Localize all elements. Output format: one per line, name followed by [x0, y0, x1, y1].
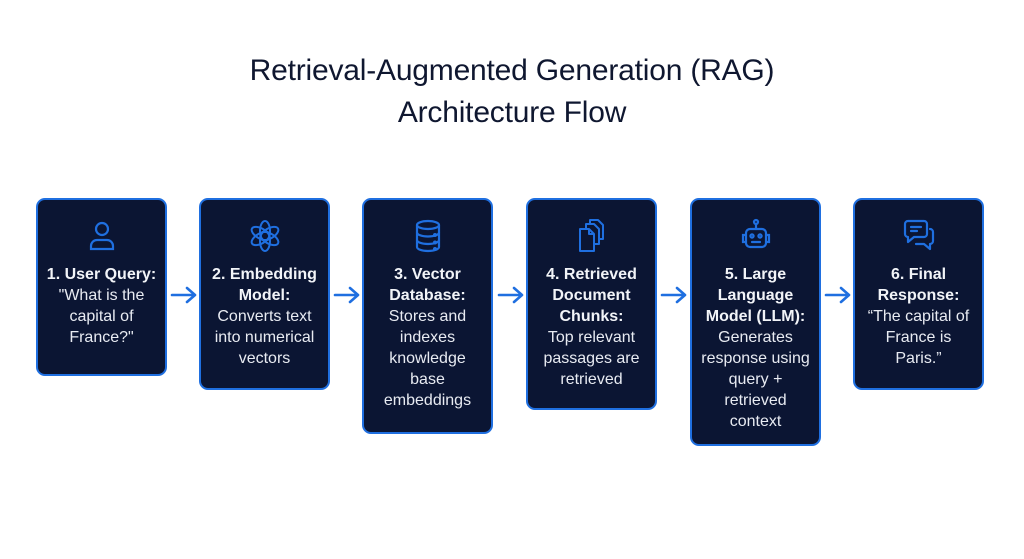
title-line-1: Retrieval-Augmented Generation (RAG): [249, 54, 775, 87]
step-heading: 1. User Query:: [46, 266, 157, 283]
step-description: Top relevant passages are retrieved: [543, 329, 640, 388]
step-description: Generates response using query + retriev…: [701, 329, 810, 430]
arrow-right-icon: [497, 285, 525, 305]
step-llm: 5. Large Language Model (LLM): Generates…: [690, 198, 821, 446]
step-heading: 6. Final Response:: [877, 266, 960, 304]
database-icon: [410, 218, 446, 254]
step-description: “The capital of France is Paris.”: [867, 308, 970, 367]
arrow-right-icon: [170, 285, 198, 305]
step-heading: 5. Large Language Model (LLM):: [705, 266, 806, 325]
arrow-right-icon: [333, 285, 361, 305]
documents-icon: [574, 218, 610, 254]
step-description: Stores and indexes knowledge base embedd…: [383, 308, 472, 409]
robot-icon: [738, 218, 774, 254]
title-line-2: Architecture Flow: [397, 96, 627, 129]
arrow-right-icon: [660, 285, 688, 305]
user-icon: [84, 218, 120, 254]
step-heading: 2. Embedding Model:: [212, 266, 317, 304]
arrow-right-icon: [824, 285, 852, 305]
step-vector-database: 3. Vector Database: Stores and indexes k…: [362, 198, 493, 434]
embedding-knot-icon: [247, 218, 283, 254]
diagram-title: Retrieval-Augmented Generation (RAG) Arc…: [0, 50, 1024, 134]
step-heading: 3. Vector Database:: [389, 266, 466, 304]
step-final-response: 6. Final Response: “The capital of Franc…: [853, 198, 984, 390]
step-description: Converts text into numerical vectors: [214, 308, 315, 367]
chat-bubbles-icon: [901, 218, 937, 254]
step-retrieved-chunks: 4. Retrieved Document Chunks: Top releva…: [526, 198, 657, 410]
step-heading: 4. Retrieved Document Chunks:: [546, 266, 637, 325]
step-description: "What is the capital of France?": [58, 287, 145, 346]
step-embedding-model: 2. Embedding Model: Converts text into n…: [199, 198, 330, 390]
step-user-query: 1. User Query: "What is the capital of F…: [36, 198, 167, 376]
